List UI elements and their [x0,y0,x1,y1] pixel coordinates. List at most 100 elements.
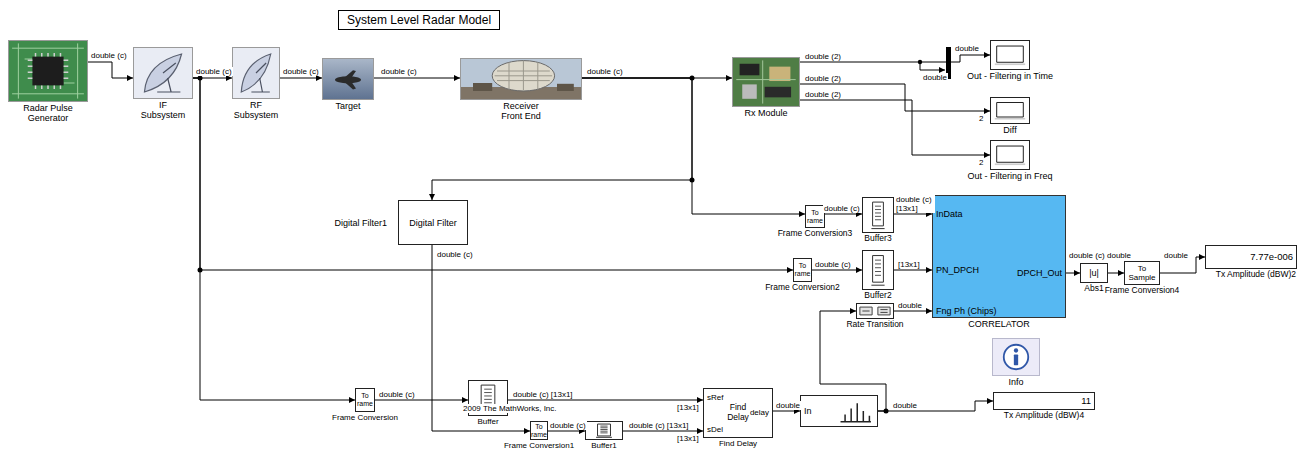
block-text: To Sample [1126,264,1158,282]
block-name: RF Subsystem [232,100,280,121]
block-name: Buffer2 [864,291,891,301]
branch-dot [918,60,922,64]
filter-block: Digital Filter1Digital Filter [398,200,468,245]
signal-label: [13x1] [897,260,921,269]
block-text: To rame [531,422,547,438]
frame-conversion-block: To rameFrame Conversion1 [530,421,548,440]
signal-line [548,431,585,432]
signal-label: double [1163,251,1189,260]
block-graphic [997,146,1024,162]
block-graphic [12,43,84,98]
block-graphic [995,163,1025,165]
block-graphic [342,70,356,89]
block-graphic [736,60,795,103]
block-icon [586,422,622,439]
block-graphic [9,41,87,101]
block-name: Rx Module [744,108,787,118]
signal-line [894,214,932,215]
signal-label: 2 [978,158,984,167]
block-name: Out - Filtering in Freq [967,171,1052,181]
signal-label: double (2) [804,52,842,61]
block-icon [323,59,373,99]
block-graphic [862,310,887,313]
block-name: Rate Transition [846,320,903,330]
signal-label: 2 [978,114,984,123]
signal-label: [13x1] [676,403,700,412]
block-name: Target [335,101,360,111]
block-graphic [492,61,554,91]
signal-label: double (c) [1068,251,1106,260]
block-graphic [873,256,884,283]
block-name: Out - Filtering in Time [967,71,1053,81]
block-graphic [878,307,890,315]
block-graphic [144,54,181,92]
signal-line [375,400,468,401]
frame-conversion-block: To SampleFrame Conversion4 [1124,261,1160,285]
block-name: Diff [1003,125,1016,135]
signal-label: double (c) [13x1] [628,421,690,430]
block-name: Find Delay [719,439,757,448]
diagram-title: System Level Radar Model [338,10,500,30]
signal-label: double (c) [282,67,320,76]
block-graphic [871,228,884,229]
block-icon [9,41,87,101]
branch-dot [690,178,695,183]
signal-label: double (c) [436,250,474,259]
block-name: Frame Conversion4 [1105,286,1180,296]
block-graphic [875,206,881,220]
block-graphic [495,61,553,91]
block-icon [233,48,279,98]
image-block: Radar Pulse Generator [8,40,88,102]
signal-label: double [775,401,801,410]
block-name: Digital Filter1 [334,217,387,227]
block-graphic [742,84,757,98]
block-name: IF Subsystem [139,100,187,121]
port-label: PN_DPCH [936,265,979,275]
block-name: Receiver Front End [492,101,550,122]
block-icon [991,98,1029,123]
block-name: Frame Conversion1 [504,441,574,450]
branch-dot [198,76,203,81]
buffer-block: Buffer2 [862,250,894,290]
block-graphic [1014,354,1018,365]
signal-line [1066,273,1080,274]
port-label: DPCH_Out [1017,268,1062,278]
signal-line [773,411,800,412]
block-icon [993,339,1039,375]
image-block: IF Subsystem [133,47,193,99]
mux-input-wire [920,62,945,70]
abs-block: |u|Abs1 [1080,263,1108,283]
block-icon [863,198,893,232]
port-label: 7.77e-006 [1250,252,1293,263]
signal-label: double (c) [13x1] [512,390,574,399]
signal-label: double (c) [13x1] [895,195,935,213]
block-name: Info [1008,377,1023,387]
signal-line [508,400,703,401]
signal-line [280,78,322,79]
image-block: RF Subsystem [232,47,280,99]
image-block: Receiver Front End [460,58,582,100]
block-name: Abs1 [1084,284,1103,294]
block-graphic [157,63,180,92]
block-text: |u| [1081,268,1107,278]
signal-label: double (c) [586,67,624,76]
port-label: sRef [707,393,723,402]
block-graphic [600,426,607,433]
block-graphic [871,285,884,286]
block-name: Radar Pulse Generator [8,103,88,124]
signal-line [812,270,862,271]
scope-block: Out - Filtering in Freq [990,140,1030,170]
frame-conversion-block: To rameFrame Conversion3 [805,205,825,228]
signal-label: [13x1] [676,434,700,443]
find-delay-block: sRefsDelFind DelaydelayFind Delay [703,388,773,438]
block-graphic [32,57,63,86]
block-icon [857,304,893,318]
block-graphic [28,53,69,89]
block-text: To rame [806,208,824,224]
block-graphic [997,46,1024,62]
rate-transition-block: Rate Transition [856,303,894,319]
block-icon [801,396,877,426]
block-graphic [740,64,760,76]
block-text: To rame [794,262,811,278]
